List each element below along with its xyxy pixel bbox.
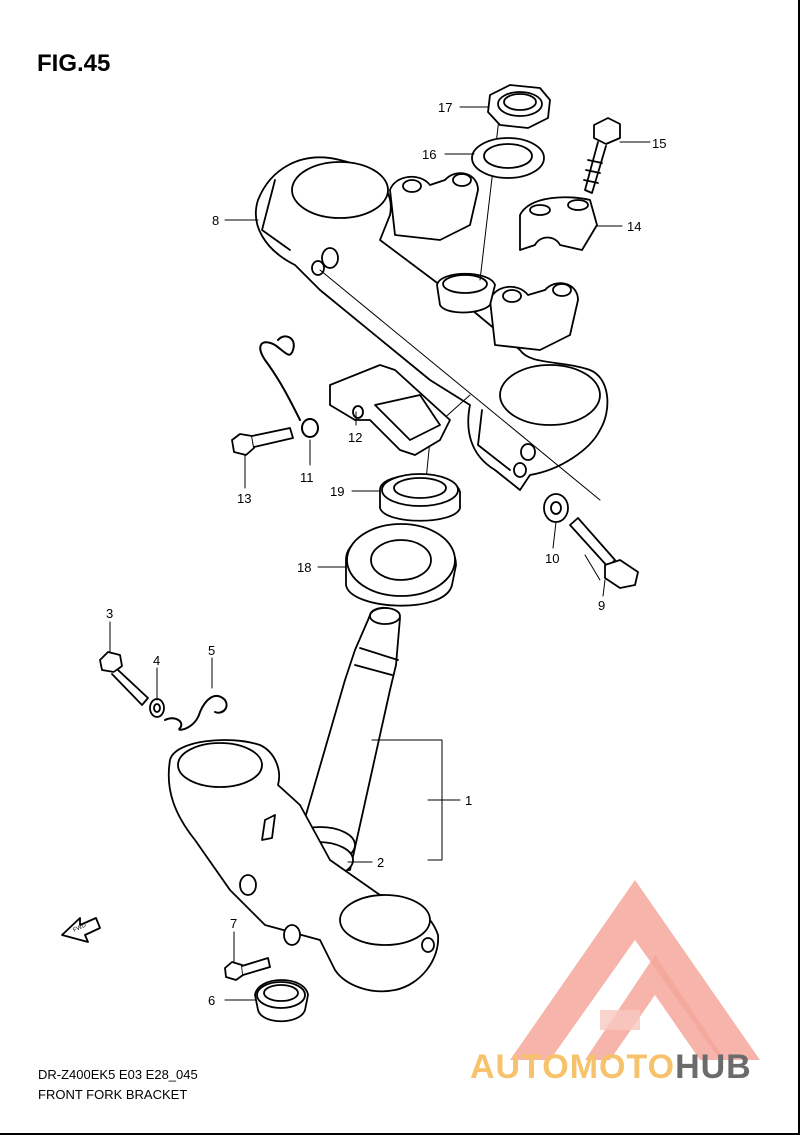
bearing-nut-19 xyxy=(379,473,461,522)
callout-15: 15 xyxy=(652,136,666,151)
bracket-12 xyxy=(329,364,451,456)
callout-5: 5 xyxy=(208,643,215,658)
callout-labels: 17 16 15 8 14 12 11 13 19 10 9 18 3 4 5 … xyxy=(106,100,666,1008)
upper-holder-14 xyxy=(519,196,598,251)
callout-14: 14 xyxy=(627,219,641,234)
bolt-7 xyxy=(224,957,271,981)
washer-4 xyxy=(149,698,165,718)
watermark-text-part1: AUTOMOTO xyxy=(470,1048,676,1086)
callout-16: 16 xyxy=(422,147,436,162)
washer-16 xyxy=(471,137,545,179)
callout-7: 7 xyxy=(230,916,237,931)
watermark-text-part2: HUB xyxy=(675,1048,752,1086)
bolt-15 xyxy=(583,117,621,194)
callout-18: 18 xyxy=(297,560,311,575)
clip-5 xyxy=(164,694,228,731)
bolt-3 xyxy=(99,651,149,706)
clamp-6 xyxy=(254,979,309,1023)
leader-lines xyxy=(109,106,651,1001)
callout-13: 13 xyxy=(237,491,251,506)
bearing-18 xyxy=(345,523,457,607)
callout-6: 6 xyxy=(208,993,215,1008)
fwd-arrow-icon: FWD xyxy=(61,917,101,943)
lower-bracket xyxy=(167,739,439,993)
callout-4: 4 xyxy=(153,653,160,668)
callout-10: 10 xyxy=(545,551,559,566)
callout-11: 11 xyxy=(300,470,314,485)
callout-1: 1 xyxy=(465,793,472,808)
callout-2: 2 xyxy=(377,855,384,870)
bolt-13 xyxy=(231,427,294,456)
figure-title: FIG.45 xyxy=(37,50,111,77)
washer-10 xyxy=(543,493,569,523)
callout-9: 9 xyxy=(598,598,605,613)
figure-code: DR-Z400EK5 E03 E28_045 xyxy=(38,1067,198,1082)
callout-19: 19 xyxy=(330,484,344,499)
upper-bracket xyxy=(254,156,609,491)
callout-12: 12 xyxy=(348,430,362,445)
watermark-text: AUTOMOTOHUB xyxy=(470,1048,752,1087)
callout-3: 3 xyxy=(106,606,113,621)
clip-11 xyxy=(259,335,319,438)
fwd-label: FWD xyxy=(72,922,88,933)
lock-nut-17 xyxy=(487,84,551,129)
bolt-9 xyxy=(569,517,639,589)
handlebar-holder-lower xyxy=(389,172,579,351)
callout-17: 17 xyxy=(438,100,452,115)
watermark-logo xyxy=(510,880,760,1060)
figure-name: FRONT FORK BRACKET xyxy=(38,1087,188,1102)
callout-8: 8 xyxy=(212,213,219,228)
